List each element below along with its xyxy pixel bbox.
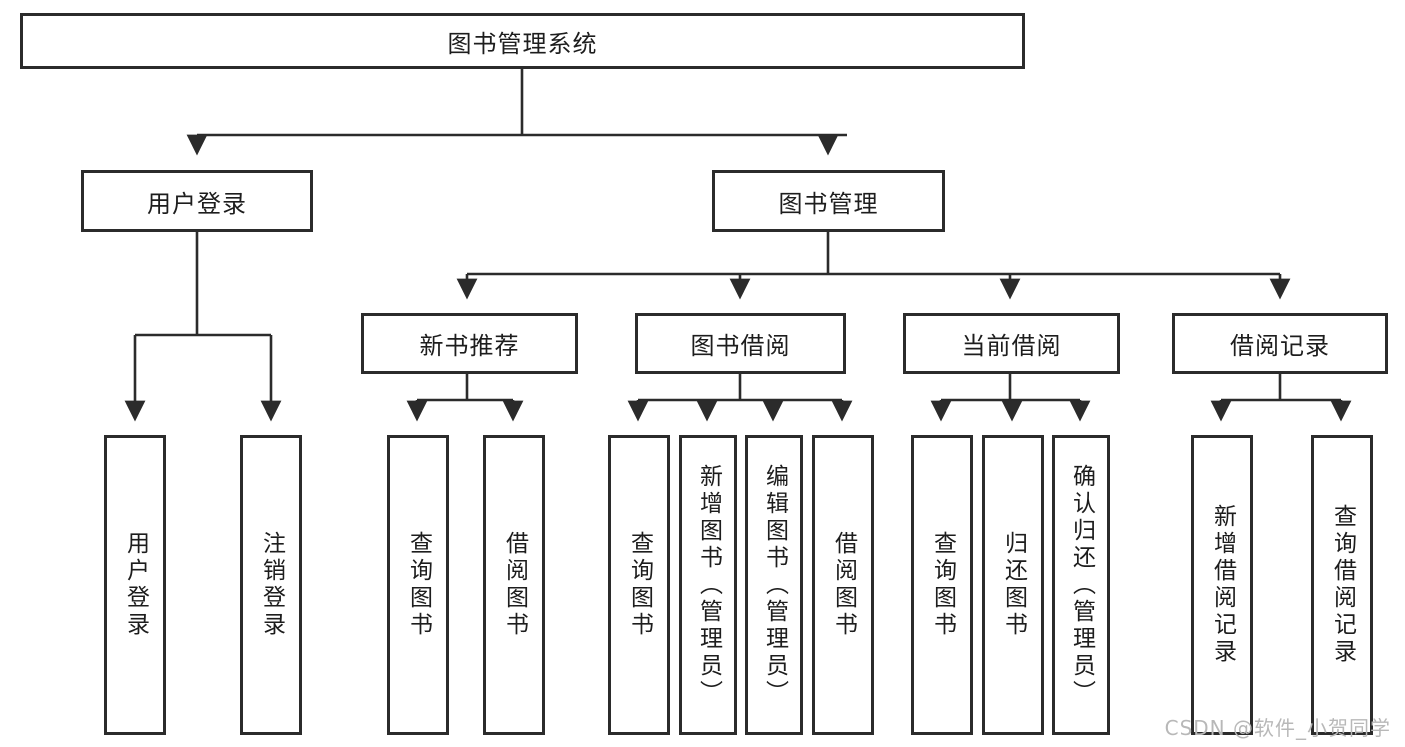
vertical-label-wrap: 编辑图书（管理员） (748, 438, 800, 732)
vertical-label-wrap: 新增借阅记录 (1194, 438, 1250, 732)
connector-bookmgmt-to-level3 (456, 232, 1291, 300)
node-leaf-query-book-2-label: 查询图书 (626, 531, 653, 639)
vertical-label-wrap: 借阅图书 (486, 438, 542, 732)
node-leaf-borrow-book-2-label: 借阅图书 (830, 531, 857, 639)
node-leaf-confirm-return-admin-label: 确认归还（管理员） (1068, 463, 1095, 707)
node-borrow-records[interactable]: 借阅记录 (1172, 313, 1388, 374)
connector-borrow-to-leaves (627, 374, 853, 422)
node-root-system[interactable]: 图书管理系统 (20, 13, 1025, 69)
node-leaf-return-book[interactable]: 归还图书 (982, 435, 1044, 735)
node-leaf-user-login[interactable]: 用户登录 (104, 435, 166, 735)
vertical-label-wrap: 查询图书 (390, 438, 446, 732)
node-leaf-edit-book-admin-label: 编辑图书（管理员） (761, 463, 788, 707)
connector-newbook-to-leaves (406, 374, 524, 422)
vertical-label-wrap: 确认归还（管理员） (1055, 438, 1107, 732)
connector-records-to-leaves (1210, 374, 1352, 422)
vertical-label-wrap: 归还图书 (985, 438, 1041, 732)
node-user-login-label: 用户登录 (147, 189, 247, 218)
vertical-label-wrap: 查询图书 (611, 438, 667, 732)
node-current-borrow-label: 当前借阅 (961, 332, 1062, 360)
node-book-borrow[interactable]: 图书借阅 (635, 313, 846, 374)
node-leaf-logout-label: 注销登录 (258, 531, 285, 639)
node-leaf-logout[interactable]: 注销登录 (240, 435, 302, 735)
node-leaf-query-borrow-record-label: 查询借阅记录 (1329, 504, 1356, 666)
node-leaf-borrow-book-1-label: 借阅图书 (501, 531, 528, 639)
node-leaf-query-book-1-label: 查询图书 (405, 531, 432, 639)
node-leaf-query-book-3-label: 查询图书 (929, 531, 956, 639)
vertical-label-wrap: 查询借阅记录 (1314, 438, 1370, 732)
node-new-book-recommend[interactable]: 新书推荐 (361, 313, 578, 374)
node-leaf-add-borrow-record-label: 新增借阅记录 (1209, 504, 1236, 666)
connector-login-to-leaves (124, 232, 282, 422)
vertical-label-wrap: 借阅图书 (815, 438, 871, 732)
node-user-login[interactable]: 用户登录 (81, 170, 313, 232)
node-leaf-borrow-book-2[interactable]: 借阅图书 (812, 435, 874, 735)
node-leaf-user-login-label: 用户登录 (122, 531, 149, 639)
node-leaf-query-book-3[interactable]: 查询图书 (911, 435, 973, 735)
connector-root-to-level2 (186, 69, 847, 156)
node-leaf-return-book-label: 归还图书 (1000, 531, 1027, 639)
node-leaf-confirm-return-admin[interactable]: 确认归还（管理员） (1052, 435, 1110, 735)
node-leaf-query-book-1[interactable]: 查询图书 (387, 435, 449, 735)
node-leaf-query-book-2[interactable]: 查询图书 (608, 435, 670, 735)
node-leaf-edit-book-admin[interactable]: 编辑图书（管理员） (745, 435, 803, 735)
node-root-label: 图书管理系统 (447, 29, 598, 58)
node-borrow-records-label: 借阅记录 (1230, 332, 1330, 360)
node-leaf-add-borrow-record[interactable]: 新增借阅记录 (1191, 435, 1253, 735)
vertical-label-wrap: 注销登录 (243, 438, 299, 732)
vertical-label-wrap: 用户登录 (107, 438, 163, 732)
node-book-management[interactable]: 图书管理 (712, 170, 945, 232)
node-leaf-query-borrow-record[interactable]: 查询借阅记录 (1311, 435, 1373, 735)
node-leaf-add-book-admin-label: 新增图书（管理员） (695, 463, 722, 707)
node-current-borrow[interactable]: 当前借阅 (903, 313, 1120, 374)
node-book-management-label: 图书管理 (778, 189, 879, 218)
node-leaf-add-book-admin[interactable]: 新增图书（管理员） (679, 435, 737, 735)
vertical-label-wrap: 新增图书（管理员） (682, 438, 734, 732)
connector-current-to-leaves (930, 374, 1091, 422)
node-leaf-borrow-book-1[interactable]: 借阅图书 (483, 435, 545, 735)
vertical-label-wrap: 查询图书 (914, 438, 970, 732)
node-book-borrow-label: 图书借阅 (690, 332, 791, 360)
node-new-book-recommend-label: 新书推荐 (419, 332, 520, 360)
